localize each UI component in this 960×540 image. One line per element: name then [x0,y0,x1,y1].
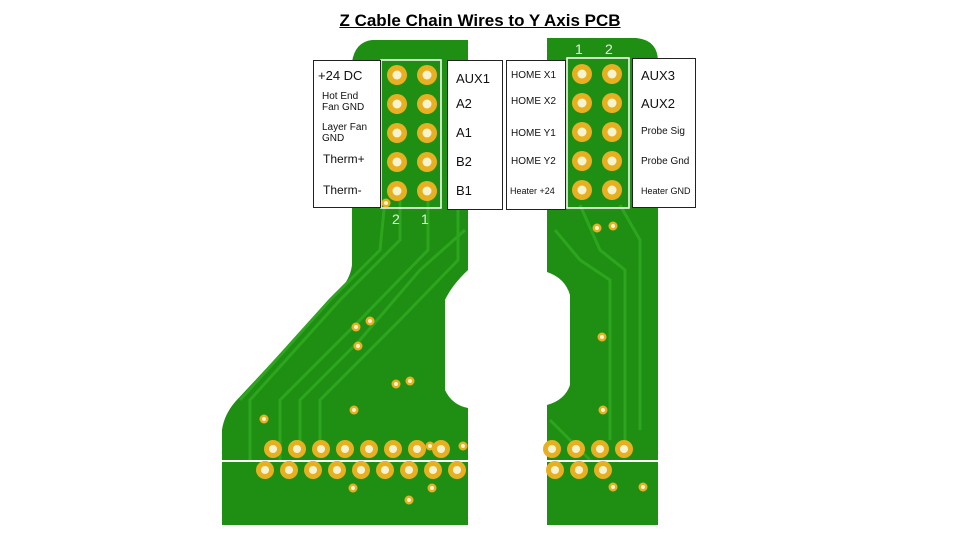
left-connector-outline [380,59,442,209]
via-hole [600,335,604,339]
via-hole [461,444,465,448]
label-heater-plus-24: Heater +24 [510,186,555,196]
via-hole [354,325,358,329]
right-header-pad-hole [577,185,587,195]
label-probe-sig: Probe Sig [641,126,685,137]
left-pin-number-2: 2 [392,211,400,227]
label-aux3: AUX3 [641,68,675,83]
right-header-pad-hole [607,69,617,79]
edge-pad-top-hole [292,444,302,454]
edge-pad-bottom-hole [428,465,438,475]
right-pin-number-1: 1 [575,41,583,57]
right-pcb-right-label-box: AUX3 AUX2 Probe Sig Probe Gnd Heater GND [632,58,696,208]
edge-pad-bottom-hole [574,465,584,475]
via-hole [428,444,432,448]
via-hole [368,319,372,323]
edge-pad-bottom-hole [404,465,414,475]
label-b1: B1 [456,183,472,198]
edge-pad-bottom-hole [356,465,366,475]
left-header-pad-hole [392,70,402,80]
edge-pad-bottom-hole [308,465,318,475]
left-header-pad-hole [422,70,432,80]
label-a1: A1 [456,125,472,140]
edge-pad-bottom-hole [598,465,608,475]
label-home-y2: HOME Y2 [511,156,556,167]
right-header-pad-hole [607,98,617,108]
left-header-pad-hole [422,157,432,167]
left-pcb-right-label-box: AUX1 A2 A1 B2 B1 [447,60,503,210]
via-hole [430,486,434,490]
right-header-pad-hole [577,156,587,166]
edge-pad-top-hole [316,444,326,454]
via-hole [394,382,398,386]
left-header-pad-hole [392,186,402,196]
edge-pad-bottom-hole [380,465,390,475]
label-aux1: AUX1 [456,71,490,86]
label-plus-24-dc: +24 DC [318,68,363,83]
edge-pad-bottom-hole [284,465,294,475]
label-a2: A2 [456,96,472,111]
via-hole [611,224,615,228]
edge-pad-bottom-hole [332,465,342,475]
label-aux2: AUX2 [641,96,675,111]
left-header-pad-hole [422,99,432,109]
diagram-title: Z Cable Chain Wires to Y Axis PCB [339,11,621,30]
edge-pad-top-hole [388,444,398,454]
edge-pad-top-hole [340,444,350,454]
edge-pad-top-hole [619,444,629,454]
label-home-x2: HOME X2 [511,96,557,107]
left-header-pad-hole [422,186,432,196]
left-header-pad-hole [392,99,402,109]
right-connector-outline [566,57,630,209]
left-header-pad-hole [392,128,402,138]
label-therm-minus: Therm- [323,183,362,197]
right-pcb-left-label-box: HOME X1 HOME X2 HOME Y1 HOME Y2 Heater +… [506,60,566,210]
label-home-y1: HOME Y1 [511,128,556,139]
edge-pad-bottom-hole [550,465,560,475]
via-hole [601,408,605,412]
edge-pad-bottom-hole [260,465,270,475]
via-hole [641,485,645,489]
label-home-x1: HOME X1 [511,70,557,81]
edge-pad-top-hole [364,444,374,454]
label-layer-fan-gnd: Layer Fan GND [322,122,368,144]
edge-pad-bottom-hole [452,465,462,475]
left-pin-number-1: 1 [421,211,429,227]
edge-pad-top-hole [412,444,422,454]
via-hole [262,417,266,421]
right-traces [548,204,642,462]
left-header-pad-hole [392,157,402,167]
edge-pad-top-hole [571,444,581,454]
right-header-pad-hole [607,156,617,166]
via-hole [352,408,356,412]
right-header-pad-hole [577,127,587,137]
left-header-pad-hole [422,128,432,138]
right-header-pad-hole [577,69,587,79]
via-hole [351,486,355,490]
edge-pad-top-hole [436,444,446,454]
via-hole [384,201,388,205]
label-heater-gnd: Heater GND [641,186,691,196]
edge-pad-top-hole [268,444,278,454]
right-header-pad-hole [577,98,587,108]
left-traces [238,199,466,460]
label-b2: B2 [456,154,472,169]
via-hole [408,379,412,383]
via-hole [407,498,411,502]
via-hole [611,485,615,489]
right-header-pad-hole [607,127,617,137]
edge-pad-top-hole [595,444,605,454]
label-therm-plus: Therm+ [323,152,365,166]
via-hole [595,226,599,230]
label-hot-end-fan-gnd: Hot End Fan GND [322,91,365,113]
edge-pad-top-hole [547,444,557,454]
label-probe-gnd: Probe Gnd [641,156,690,167]
right-header-pad-hole [607,185,617,195]
left-pcb-left-label-box: +24 DC Hot End Fan GND Layer Fan GND The… [313,60,381,208]
right-pin-number-2: 2 [605,41,613,57]
via-hole [356,344,360,348]
